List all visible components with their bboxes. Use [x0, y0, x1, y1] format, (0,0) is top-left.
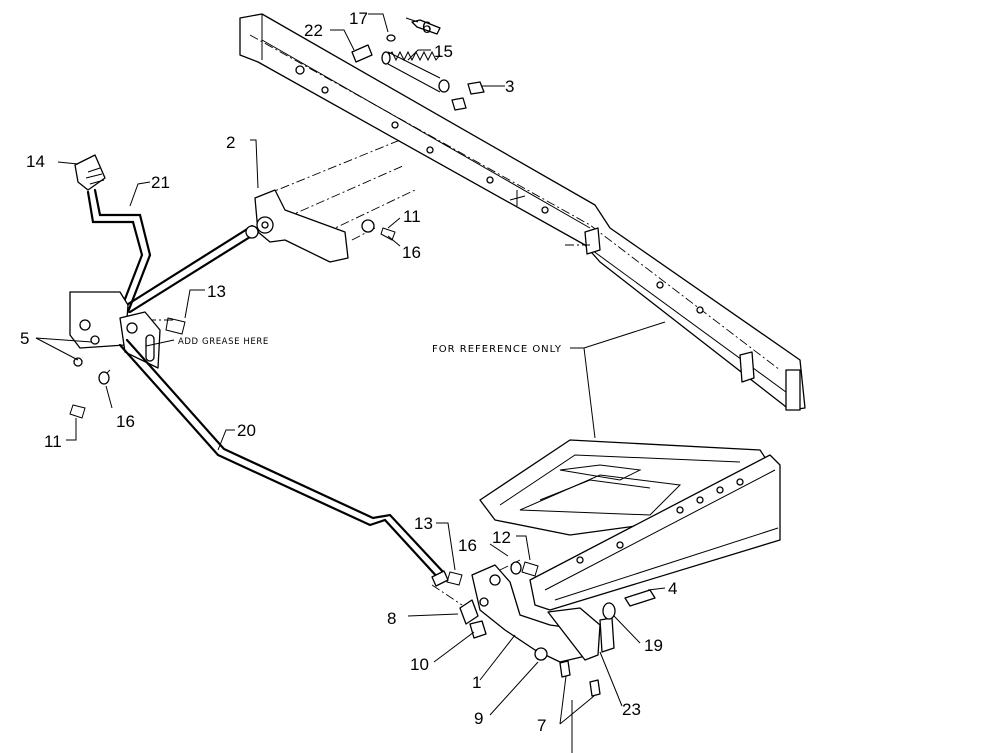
lift-bracket — [69, 291, 161, 369]
callout-1: 1 — [472, 673, 481, 692]
callout-16-lower: 16 — [458, 536, 477, 555]
callout-11-lower: 11 — [44, 432, 62, 451]
upper-frame-rail — [239, 13, 806, 411]
callout-4: 4 — [668, 579, 677, 598]
hardware — [69, 19, 656, 697]
callout-16-upper: 16 — [402, 243, 421, 262]
callout-labels: 1 2 3 4 5 6 7 8 9 10 11 11 12 13 13 14 1… — [20, 9, 677, 735]
callout-6: 6 — [422, 18, 431, 37]
callout-2: 2 — [226, 133, 235, 152]
callout-20: 20 — [237, 421, 256, 440]
callout-13-lower: 13 — [414, 514, 433, 533]
callout-5: 5 — [20, 329, 29, 348]
part-20-lift-rod — [118, 338, 449, 587]
callout-17: 17 — [349, 9, 368, 28]
alignment-lines — [101, 139, 590, 606]
part-1-lift-arm — [471, 564, 615, 663]
callout-14: 14 — [26, 152, 45, 171]
reference-note: FOR REFERENCE ONLY — [432, 344, 562, 355]
callout-11-upper: 11 — [403, 207, 421, 226]
leader-lines — [35, 13, 666, 753]
grease-note: ADD GREASE HERE — [178, 337, 269, 347]
callout-22: 22 — [304, 21, 323, 40]
callout-21: 21 — [151, 173, 170, 192]
callout-9: 9 — [474, 709, 483, 728]
callout-23: 23 — [622, 700, 641, 719]
lower-frame-assembly — [479, 439, 781, 611]
callout-13-upper: 13 — [207, 282, 226, 301]
callout-16-left: 16 — [116, 412, 135, 431]
callout-3: 3 — [505, 77, 514, 96]
callout-15: 15 — [434, 42, 453, 61]
callout-7: 7 — [537, 716, 546, 735]
callout-10: 10 — [410, 655, 429, 674]
part-21-lift-handle — [74, 154, 152, 314]
callout-8: 8 — [387, 609, 396, 628]
callout-12: 12 — [492, 528, 511, 547]
part-2-link-plate — [123, 189, 349, 314]
callout-19: 19 — [644, 636, 663, 655]
